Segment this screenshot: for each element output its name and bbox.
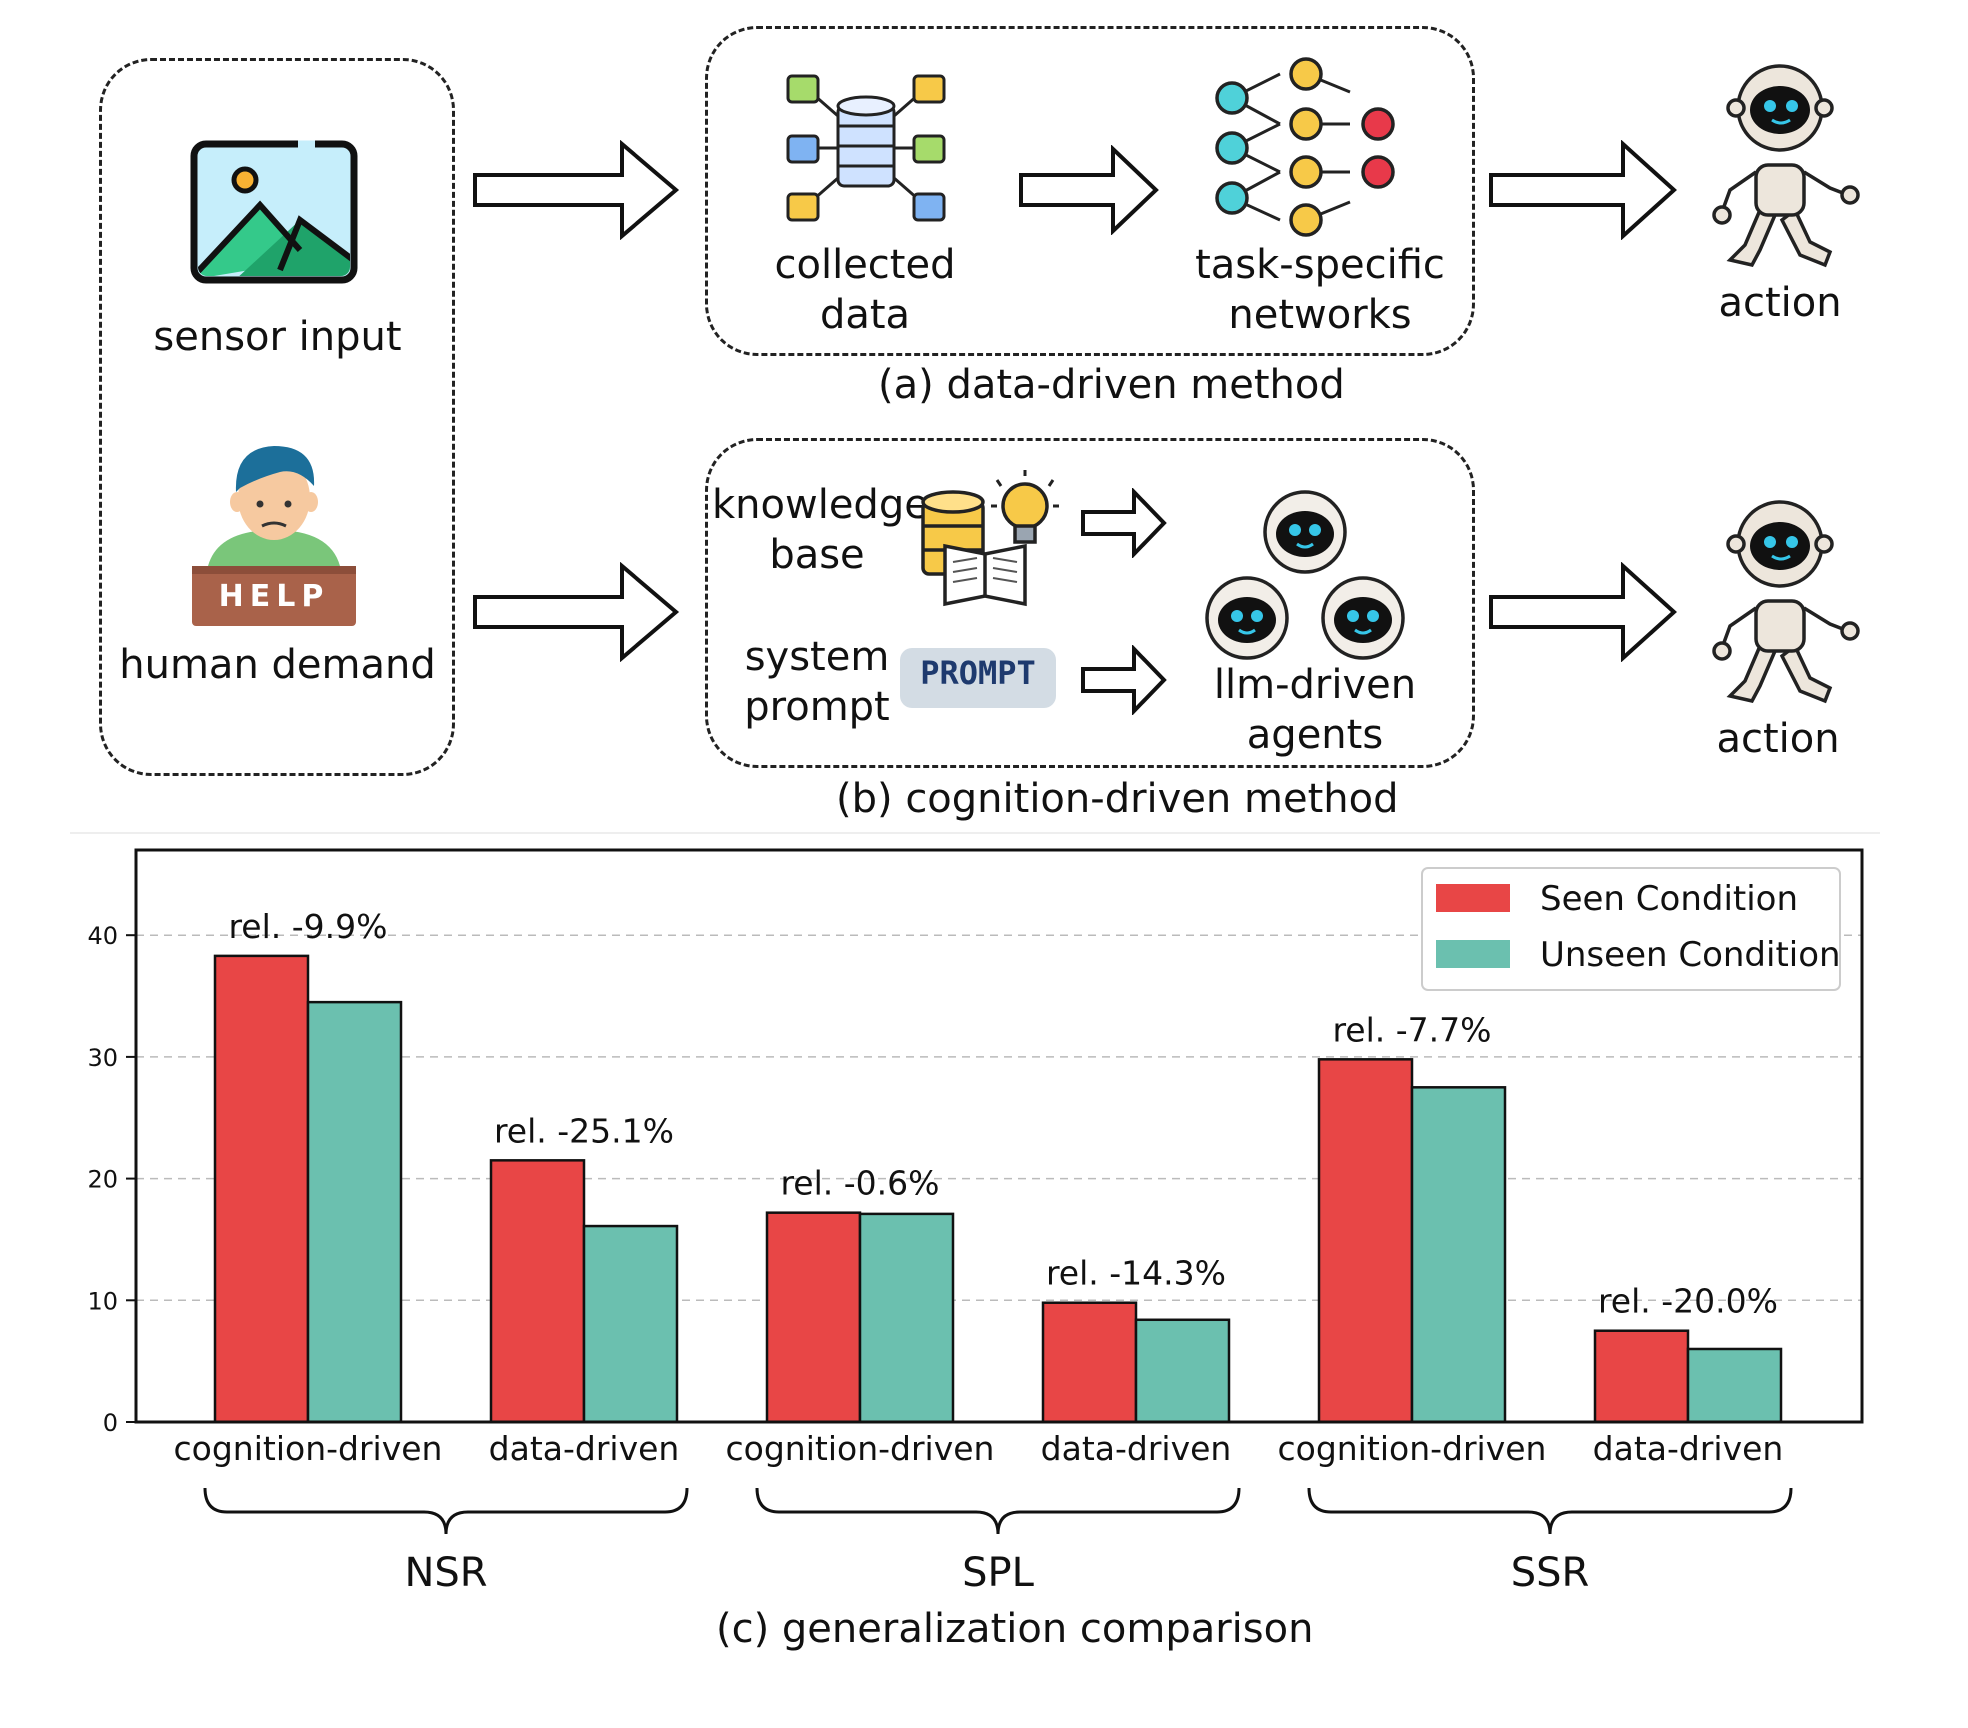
bar-seen bbox=[1317, 1058, 1414, 1424]
x-tick-label: cognition-driven bbox=[1278, 1429, 1547, 1468]
relative-change-label: rel. -0.6% bbox=[780, 1164, 939, 1203]
neural-network-icon bbox=[1215, 57, 1395, 237]
relative-change-label: rel. -14.3% bbox=[1046, 1254, 1226, 1293]
task-specific-networks-label: task-specific networks bbox=[1195, 242, 1445, 338]
arrow-icon bbox=[1019, 145, 1159, 235]
legend-swatch bbox=[1436, 940, 1510, 968]
x-tick-label: cognition-driven bbox=[726, 1429, 995, 1468]
bar-seen bbox=[213, 954, 310, 1424]
data-driven-caption: (a) data-driven method bbox=[878, 362, 1345, 408]
action-label-b: action bbox=[1716, 716, 1840, 762]
bar-unseen bbox=[1410, 1086, 1507, 1424]
collected-data-label: collected data bbox=[774, 242, 956, 338]
relative-change-label: rel. -25.1% bbox=[494, 1111, 674, 1150]
database-network-icon bbox=[786, 74, 946, 222]
legend-swatch bbox=[1436, 884, 1510, 912]
y-tick-label: 10 bbox=[87, 1287, 118, 1315]
relative-change-label: rel. -20.0% bbox=[1598, 1282, 1778, 1321]
person-help-icon bbox=[192, 446, 356, 626]
group-brace bbox=[203, 1487, 689, 1535]
legend-label: Unseen Condition bbox=[1540, 935, 1841, 975]
y-tick-label: 30 bbox=[87, 1044, 118, 1072]
bar-unseen bbox=[582, 1224, 679, 1424]
knowledge-base-label: knowledge base bbox=[712, 482, 929, 578]
bar-unseen bbox=[306, 1000, 403, 1424]
knowledge-base-icon bbox=[921, 470, 1059, 607]
system-prompt-label: system prompt bbox=[744, 634, 890, 730]
llm-agents-icon bbox=[1205, 490, 1405, 660]
cognition-driven-caption: (b) cognition-driven method bbox=[836, 776, 1399, 822]
bar-seen bbox=[489, 1159, 586, 1424]
robot-walking-icon bbox=[1712, 500, 1860, 704]
bar-seen bbox=[1041, 1301, 1138, 1424]
y-tick-label: 20 bbox=[87, 1166, 118, 1194]
plot-frame bbox=[134, 848, 1864, 1424]
input-box bbox=[99, 58, 455, 776]
legend-box bbox=[1421, 867, 1841, 991]
data-driven-box bbox=[705, 26, 1475, 356]
x-tick-label: data-driven bbox=[1041, 1429, 1232, 1468]
y-tick-label: 0 bbox=[103, 1409, 118, 1437]
relative-change-label: rel. -9.9% bbox=[228, 907, 387, 946]
sensor-input-label: sensor input bbox=[153, 314, 402, 360]
relative-change-label: rel. -7.7% bbox=[1332, 1010, 1491, 1049]
prompt-chip bbox=[900, 648, 1056, 708]
robot-walking-icon bbox=[1712, 64, 1860, 268]
x-tick-label: data-driven bbox=[1593, 1429, 1784, 1468]
action-label-a: action bbox=[1718, 280, 1842, 326]
help-sign-text: HELP bbox=[219, 579, 330, 614]
bar-seen bbox=[765, 1211, 862, 1424]
bar-unseen bbox=[1134, 1318, 1231, 1424]
group-label: SSR bbox=[1511, 1550, 1590, 1596]
arrow-icon bbox=[1489, 562, 1677, 662]
y-tick-label: 40 bbox=[87, 922, 118, 950]
x-tick-label: cognition-driven bbox=[174, 1429, 443, 1468]
bar-unseen bbox=[858, 1212, 955, 1424]
group-brace bbox=[755, 1487, 1241, 1535]
bar-seen bbox=[1593, 1329, 1690, 1424]
bar-unseen bbox=[1686, 1347, 1783, 1424]
prompt-chip-text: PROMPT bbox=[920, 654, 1036, 692]
llm-driven-agents-label: llm-driven agents bbox=[1213, 662, 1417, 758]
arrow-icon bbox=[1081, 645, 1167, 715]
help-sign: HELP bbox=[219, 579, 330, 614]
arrow-icon bbox=[1489, 140, 1677, 240]
group-label: NSR bbox=[404, 1550, 487, 1596]
x-tick-label: data-driven bbox=[489, 1429, 680, 1468]
legend-label: Seen Condition bbox=[1540, 879, 1798, 919]
section-divider bbox=[70, 832, 1880, 834]
arrow-icon bbox=[473, 562, 680, 662]
image-icon bbox=[190, 140, 358, 284]
generalization-caption: (c) generalization comparison bbox=[716, 1606, 1314, 1652]
human-demand-label: human demand bbox=[119, 642, 436, 688]
group-label: SPL bbox=[962, 1550, 1035, 1596]
cognition-driven-box bbox=[705, 438, 1475, 768]
arrow-icon bbox=[473, 140, 680, 240]
group-brace bbox=[1307, 1487, 1793, 1535]
arrow-icon bbox=[1081, 488, 1167, 558]
